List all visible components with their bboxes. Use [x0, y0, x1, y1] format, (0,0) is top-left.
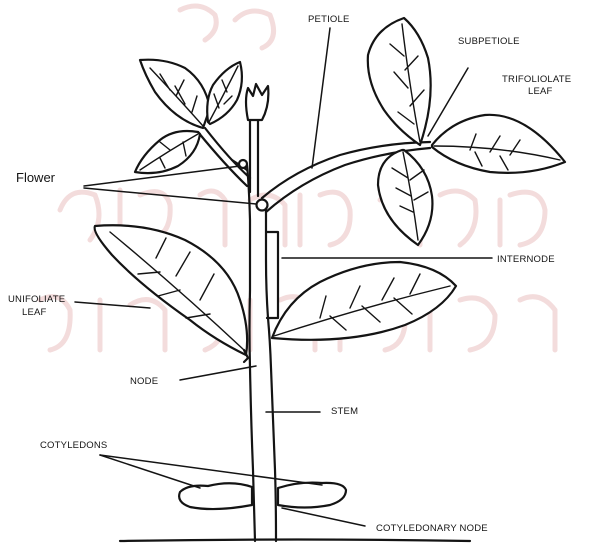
upper-flower-bud — [239, 160, 247, 168]
petiole-label: PETIOLE — [308, 14, 350, 25]
unifoliate-label-line1: UNIFOLIATE — [8, 294, 65, 305]
shoot-tip-stem — [250, 118, 258, 196]
upper-left-petiole — [198, 128, 250, 186]
cotyledon-left — [179, 483, 252, 509]
main-stem-left-edge — [247, 165, 255, 541]
internode-label: INTERNODE — [497, 254, 555, 265]
trifoliolate-leaf-right — [432, 115, 565, 173]
trifoliolate-label-line1: TRIFOLIOLATE — [502, 74, 571, 85]
flower-label: Flower — [16, 170, 56, 185]
unifoliate-label-line2: LEAF — [22, 307, 47, 318]
upper-left-leaf-a — [140, 60, 210, 128]
shoot-tip-bud — [246, 84, 268, 120]
cotyledons-label: COTYLEDONS — [40, 440, 107, 451]
cotyledonary-node-label: COTYLEDONARY NODE — [376, 523, 488, 534]
ground-line — [120, 540, 470, 542]
cotyledons-leader-left — [100, 455, 200, 488]
subpetiole-label: SUBPETIOLE — [458, 36, 520, 47]
trifoliolate-label-line2: LEAF — [528, 86, 553, 97]
internode-band — [267, 232, 278, 318]
main-stem-right-edge — [266, 210, 276, 541]
flower-bud-node — [257, 200, 268, 211]
cotyledon-right — [278, 483, 346, 508]
petiole-leader — [312, 28, 330, 168]
node-label: NODE — [130, 376, 158, 387]
trifoliolate-leaf-top — [368, 18, 431, 145]
node-leader — [180, 366, 256, 380]
stem-label: STEM — [331, 406, 358, 417]
cotyledons-leader-right — [100, 455, 322, 485]
cotyledonary-node-leader — [282, 508, 365, 526]
